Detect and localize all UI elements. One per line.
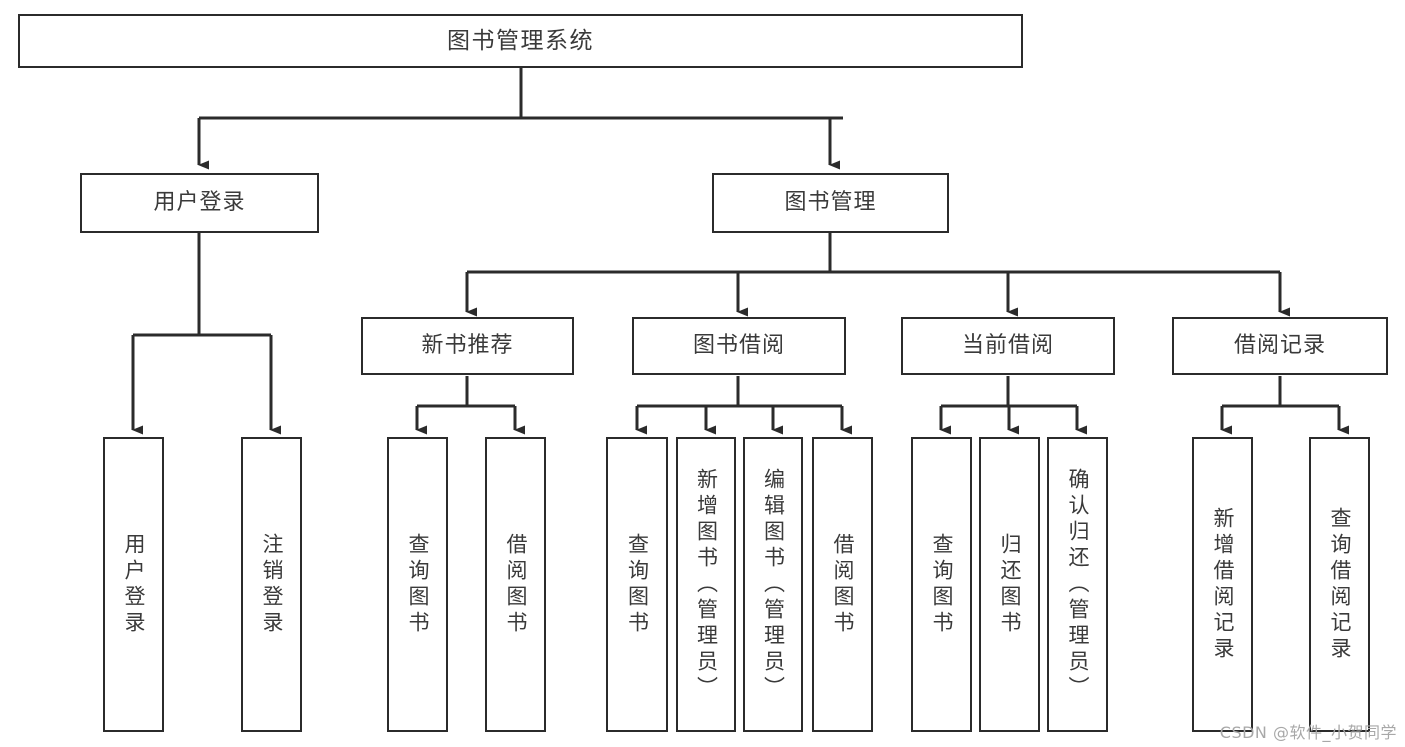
node-leaf-query-book-1[interactable]: 查询图书 xyxy=(387,437,448,732)
node-book-manage-label: 图书管理 xyxy=(784,190,877,215)
node-book-borrow[interactable]: 图书借阅 xyxy=(632,317,846,375)
node-current-borrow[interactable]: 当前借阅 xyxy=(901,317,1115,375)
node-book-borrow-label: 图书借阅 xyxy=(692,333,785,358)
node-leaf-borrow-book-1-label: 借阅图书 xyxy=(504,532,528,637)
node-leaf-query-book-2-label: 查询图书 xyxy=(625,532,650,637)
node-leaf-edit-book[interactable]: 编辑图书（管理员） xyxy=(743,437,803,732)
node-leaf-borrow-book-2[interactable]: 借阅图书 xyxy=(812,437,873,732)
node-leaf-query-book-1-label: 查询图书 xyxy=(406,532,430,637)
node-leaf-confirm-return-label: 确认归还（管理员） xyxy=(1066,467,1090,702)
node-borrow-record[interactable]: 借阅记录 xyxy=(1172,317,1388,375)
node-leaf-add-book-label: 新增图书（管理员） xyxy=(694,467,719,702)
node-new-book-recommend-label: 新书推荐 xyxy=(421,333,514,358)
node-root[interactable]: 图书管理系统 xyxy=(18,14,1023,68)
node-leaf-add-record[interactable]: 新增借阅记录 xyxy=(1192,437,1253,732)
node-leaf-logout-login[interactable]: 注销登录 xyxy=(241,437,302,732)
node-leaf-borrow-book-1[interactable]: 借阅图书 xyxy=(485,437,546,732)
node-root-label: 图书管理系统 xyxy=(447,27,594,54)
node-leaf-add-book[interactable]: 新增图书（管理员） xyxy=(676,437,736,732)
node-leaf-query-record[interactable]: 查询借阅记录 xyxy=(1309,437,1370,732)
node-borrow-record-label: 借阅记录 xyxy=(1233,333,1326,358)
node-leaf-query-book-2[interactable]: 查询图书 xyxy=(606,437,668,732)
node-leaf-borrow-book-2-label: 借阅图书 xyxy=(831,532,855,637)
watermark-text: CSDN @软件_小贺同学 xyxy=(1219,723,1397,742)
node-leaf-query-book-3[interactable]: 查询图书 xyxy=(911,437,972,732)
node-leaf-query-record-label: 查询借阅记录 xyxy=(1328,506,1352,663)
node-current-borrow-label: 当前借阅 xyxy=(961,333,1054,358)
node-leaf-logout-login-label: 注销登录 xyxy=(260,532,284,637)
node-leaf-return-book-label: 归还图书 xyxy=(998,532,1022,637)
node-book-manage[interactable]: 图书管理 xyxy=(712,173,949,233)
node-user-login-label: 用户登录 xyxy=(153,190,246,215)
node-new-book-recommend[interactable]: 新书推荐 xyxy=(361,317,574,375)
node-leaf-user-login[interactable]: 用户登录 xyxy=(103,437,164,732)
node-leaf-add-record-label: 新增借阅记录 xyxy=(1211,506,1235,663)
node-user-login[interactable]: 用户登录 xyxy=(80,173,319,233)
node-leaf-edit-book-label: 编辑图书（管理员） xyxy=(761,467,786,702)
node-leaf-query-book-3-label: 查询图书 xyxy=(930,532,954,637)
node-leaf-return-book[interactable]: 归还图书 xyxy=(979,437,1040,732)
node-leaf-confirm-return[interactable]: 确认归还（管理员） xyxy=(1047,437,1108,732)
node-leaf-user-login-label: 用户登录 xyxy=(122,532,146,637)
